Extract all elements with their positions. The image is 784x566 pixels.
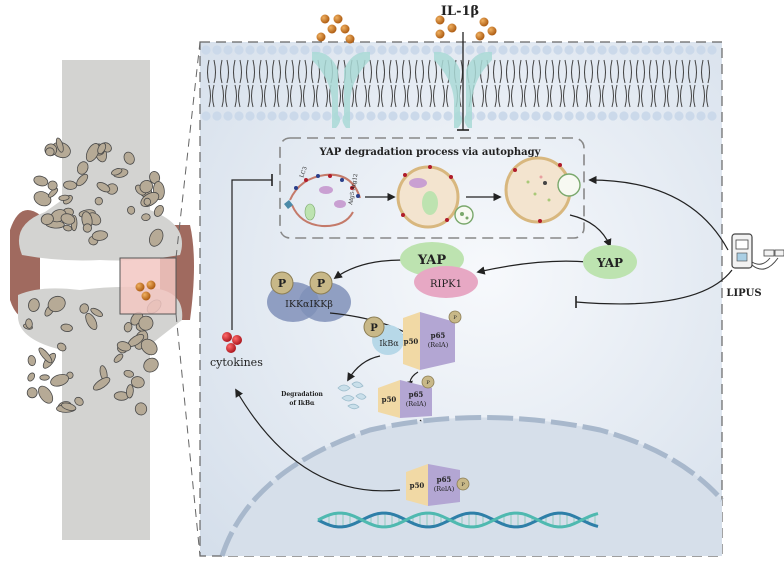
rela-label-2: (RelA) [406, 400, 427, 408]
ikk-label: IKKαIKKβ [285, 299, 333, 310]
p-small-2: P [426, 380, 430, 386]
lipus-device [731, 233, 784, 270]
yap-right-ellipse [583, 245, 637, 279]
yap-left-label: YAP [417, 253, 447, 268]
nucleus [222, 417, 722, 556]
autophagy-box [279, 137, 585, 239]
lower-bone [18, 286, 183, 540]
p-left-label: P [278, 277, 286, 290]
atg-label: Atg5-Atg12 [348, 173, 360, 206]
il1b-label: IL-1β [441, 4, 479, 19]
p65-label-2: p65 [409, 390, 424, 399]
receptors [312, 51, 492, 129]
degradation-label-1: Degradation [281, 391, 323, 398]
p65-label-3: p65 [437, 475, 452, 484]
p-right-label: P [317, 277, 325, 290]
p-small-1: P [453, 315, 457, 321]
degraded-ikba-fragments [337, 381, 367, 410]
p-small-3: P [461, 482, 465, 488]
lipus-label: LIPUS [726, 288, 761, 299]
il1b-ligands [316, 14, 497, 44]
ikba-label: IkBα [379, 339, 399, 348]
ripk1-label: RIPK1 [430, 279, 462, 290]
knee-joint [10, 41, 201, 557]
p65-label-1: p65 [431, 331, 446, 340]
cytokines-label: cytokines [210, 356, 263, 369]
rela-label-3: (RelA) [434, 485, 455, 493]
lc3-label: LC3 [299, 165, 309, 178]
autophagosome [396, 165, 474, 229]
p50-label-1: p50 [404, 337, 419, 346]
yap-right-label: YAP [596, 256, 623, 270]
p50-label-3: p50 [410, 481, 425, 490]
p-ikba-label: P [370, 323, 378, 334]
ripk1-ellipse [414, 266, 478, 298]
degradation-label-2: of IkBα [289, 400, 315, 407]
rela-label-1: (RelA) [428, 341, 449, 349]
phagophore [284, 173, 361, 228]
autophagy-title: YAP degradation process via autophagy [319, 147, 542, 158]
autolysosome [504, 156, 581, 224]
p50-label-2: p50 [382, 395, 397, 404]
dna-helix [317, 511, 599, 529]
